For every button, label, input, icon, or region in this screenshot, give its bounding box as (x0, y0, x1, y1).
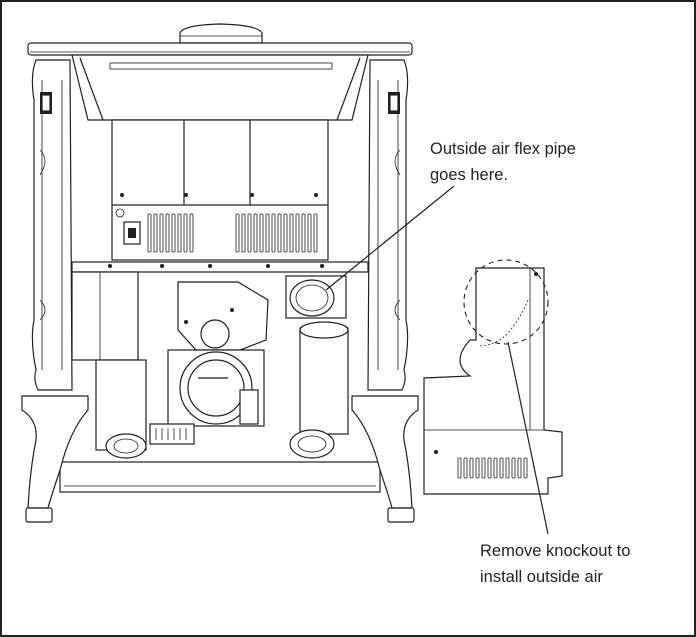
louvers-right (235, 213, 318, 253)
outside-air-intake (285, 275, 347, 319)
side-panel-detail (423, 259, 563, 495)
knockout-highlight-circle (463, 259, 549, 345)
right-leg (351, 395, 419, 523)
top-plate (27, 42, 413, 56)
upper-body (71, 54, 369, 121)
side-panel-louvers (457, 457, 528, 479)
callout-1-line-1: Outside air flex pipe (430, 140, 576, 158)
convection-blower (289, 321, 349, 459)
callout-2-leader (507, 341, 549, 535)
callout-1-leader (325, 185, 455, 291)
power-inlet (123, 221, 141, 245)
callout-remove-knockout: Remove knockout to install outside air (480, 341, 630, 586)
right-side-column (367, 59, 409, 391)
callout-outside-air-pipe: Outside air flex pipe goes here. (325, 140, 576, 291)
stove-drawing (21, 23, 419, 523)
callout-2-line-1: Remove knockout to (480, 542, 630, 560)
rear-heat-shield (111, 119, 329, 261)
callout-2-line-2: install outside air (480, 568, 603, 586)
left-side-column (31, 59, 73, 391)
left-leg (21, 395, 89, 523)
lower-body (59, 261, 381, 493)
exhaust-blower (167, 349, 265, 427)
louvers-left (147, 213, 194, 253)
top-flue-collar (179, 23, 263, 44)
callout-1-line-2: goes here. (430, 166, 508, 184)
terminal-block (149, 423, 195, 445)
